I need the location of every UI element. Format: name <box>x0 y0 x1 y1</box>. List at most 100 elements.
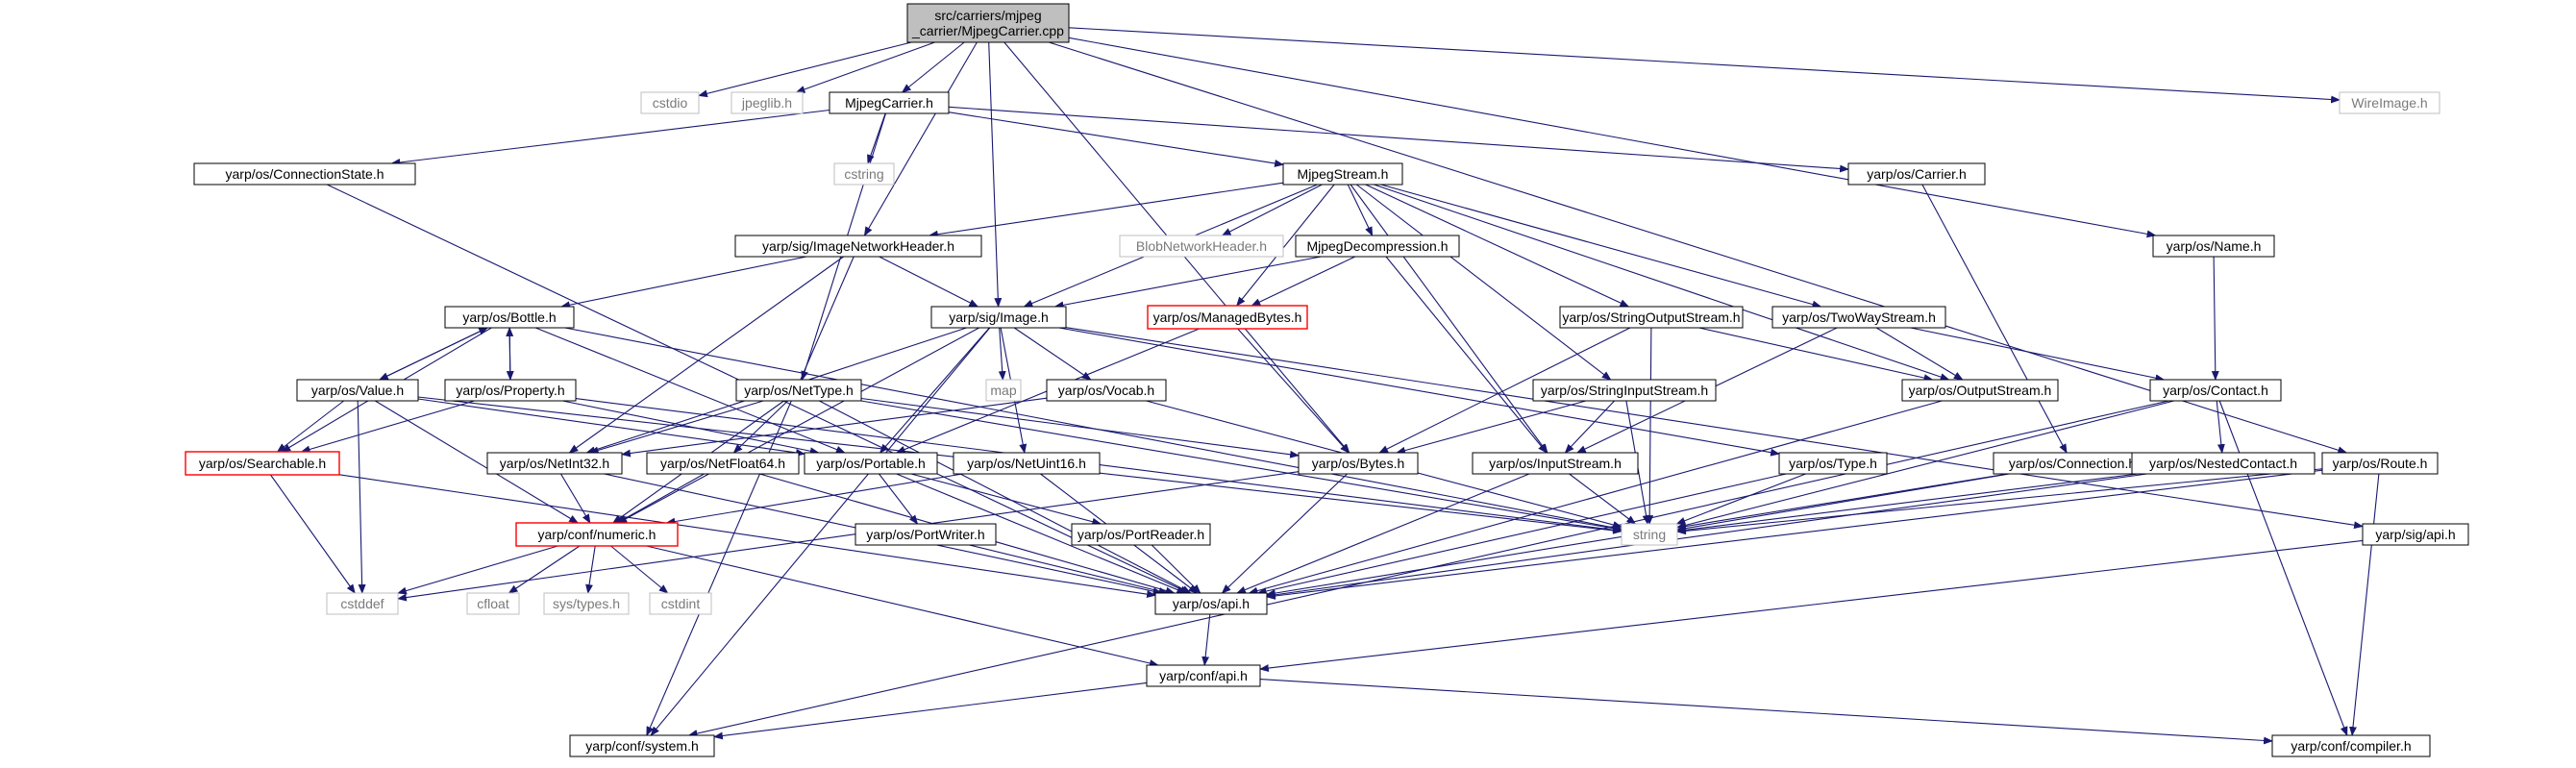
edge-image-to-type <box>1058 327 1780 457</box>
node-property[interactable]: yarp/os/Property.h <box>444 379 577 402</box>
edge-mjpegstream-to-outputstream <box>1374 184 1950 381</box>
node-netint32[interactable]: yarp/os/NetInt32.h <box>486 452 623 475</box>
node-box <box>1282 162 1403 186</box>
node-searchable[interactable]: yarp/os/Searchable.h <box>185 451 340 476</box>
node-box <box>1147 305 1308 330</box>
edge-numeric-to-cstdint <box>610 545 669 594</box>
node-nettype[interactable]: yarp/os/NetType.h <box>735 379 862 402</box>
node-cstdio: cstdio <box>640 91 700 114</box>
edge-value-to-portable <box>417 398 805 457</box>
node-type[interactable]: yarp/os/Type.h <box>1778 452 1888 475</box>
node-portable[interactable]: yarp/os/Portable.h <box>804 452 938 475</box>
node-label: yarp/os/Value.h <box>311 383 404 398</box>
node-systypes: sys/types.h <box>543 592 630 615</box>
node-box <box>1295 235 1460 258</box>
edge-confapi-to-system <box>713 681 1148 740</box>
node-label: yarp/os/NetInt32.h <box>500 456 609 471</box>
node-label: yarp/os/NetFloat64.h <box>660 456 785 471</box>
node-label: yarp/os/ManagedBytes.h <box>1153 310 1302 325</box>
node-box <box>735 379 862 402</box>
node-value[interactable]: yarp/os/Value.h <box>296 379 419 402</box>
edge-value-to-searchable <box>276 400 345 453</box>
edge-numeric-to-systypes <box>585 545 596 594</box>
node-bytes[interactable]: yarp/os/Bytes.h <box>1298 452 1419 475</box>
node-route[interactable]: yarp/os/Route.h <box>2321 452 2439 475</box>
node-label: yarp/os/Bottle.h <box>462 310 556 325</box>
edge-name-to-contact <box>2211 256 2219 381</box>
edge-nettype-to-netint32 <box>588 400 764 455</box>
edge-stringinstream-to-bytes <box>1396 400 1587 455</box>
node-box <box>326 592 399 615</box>
node-label: yarp/sig/api.h <box>2375 527 2455 542</box>
node-portreader[interactable]: yarp/os/PortReader.h <box>1071 523 1211 546</box>
edge-portable-to-portwriter <box>879 473 919 525</box>
node-box <box>1778 452 1888 475</box>
node-box <box>2362 523 2469 546</box>
node-root[interactable]: src/carriers/mjpeg_carrier/MjpegCarrier.… <box>906 3 1070 43</box>
edge-value-to-cstddef <box>357 400 366 594</box>
node-box <box>833 162 895 186</box>
node-box <box>2321 452 2439 475</box>
node-mjpegstream[interactable]: MjpegStream.h <box>1282 162 1403 186</box>
edge-sigapi-to-confapi <box>1259 539 2364 673</box>
node-bottle[interactable]: yarp/os/Bottle.h <box>444 306 575 329</box>
node-label: yarp/os/StringOutputStream.h <box>1562 310 1740 325</box>
node-contact[interactable]: yarp/os/Contact.h <box>2149 379 2282 402</box>
node-label: yarp/os/InputStream.h <box>1489 456 1622 471</box>
node-vocab[interactable]: yarp/os/Vocab.h <box>1046 379 1167 402</box>
node-label: yarp/os/PortWriter.h <box>866 527 984 542</box>
node-box <box>804 452 938 475</box>
node-imgnethdr[interactable]: yarp/sig/ImageNetworkHeader.h <box>734 235 982 258</box>
node-mjpegcarrier[interactable]: MjpegCarrier.h <box>829 91 950 114</box>
node-stringinstream[interactable]: yarp/os/StringInputStream.h <box>1532 379 1717 402</box>
node-confapi[interactable]: yarp/conf/api.h <box>1146 664 1261 687</box>
edge-route-to-compiler <box>2349 473 2380 736</box>
node-label: yarp/os/Name.h <box>2167 238 2262 254</box>
node-image[interactable]: yarp/sig/Image.h <box>930 306 1067 329</box>
node-box <box>1559 306 1744 329</box>
edge-contact-to-string <box>1676 400 2174 530</box>
node-blobnethdr: BlobNetworkHeader.h <box>1119 235 1284 258</box>
node-system[interactable]: yarp/conf/system.h <box>569 734 715 757</box>
edges <box>270 27 2380 745</box>
node-name[interactable]: yarp/os/Name.h <box>2152 235 2275 258</box>
node-label: yarp/os/PortReader.h <box>1077 527 1204 542</box>
node-box <box>906 3 1070 43</box>
node-connection[interactable]: yarp/os/Connection.h <box>1993 452 2152 475</box>
node-sigapi[interactable]: yarp/sig/api.h <box>2362 523 2469 546</box>
node-numeric[interactable]: yarp/conf/numeric.h <box>515 522 679 547</box>
node-compiler[interactable]: yarp/conf/compiler.h <box>2271 734 2431 757</box>
edge-stringoutstream-to-outputstream <box>1698 327 1934 382</box>
node-inputstream[interactable]: yarp/os/InputStream.h <box>1472 452 1639 475</box>
node-netfloat64[interactable]: yarp/os/NetFloat64.h <box>646 452 800 475</box>
edge-root-to-name <box>1068 37 2157 238</box>
edge-mjpegstream-to-imgnethdr <box>928 182 1284 238</box>
node-twowaystream[interactable]: yarp/os/TwoWayStream.h <box>1771 306 1946 329</box>
node-jpeglib: jpeglib.h <box>731 91 804 114</box>
node-box <box>855 523 997 546</box>
node-label: cfloat <box>477 596 509 611</box>
node-osapi[interactable]: yarp/os/api.h <box>1154 592 1268 615</box>
edge-netfloat64-to-numeric <box>616 473 705 524</box>
edge-searchable-to-cstddef <box>270 474 356 594</box>
node-portwriter[interactable]: yarp/os/PortWriter.h <box>855 523 997 546</box>
node-carrier[interactable]: yarp/os/Carrier.h <box>1847 162 1986 186</box>
node-outputstream[interactable]: yarp/os/OutputStream.h <box>1901 379 2059 402</box>
edge-portable-to-osapi <box>896 473 1187 594</box>
node-box <box>734 235 982 258</box>
node-mjpegdecomp[interactable]: MjpegDecompression.h <box>1295 235 1460 258</box>
edge-root-to-wireimage <box>1068 27 2341 104</box>
node-connstate[interactable]: yarp/os/ConnectionState.h <box>193 162 416 186</box>
node-stringoutstream[interactable]: yarp/os/StringOutputStream.h <box>1559 306 1744 329</box>
edge-root-to-jpeglib <box>795 41 935 93</box>
node-nestedcontact[interactable]: yarp/os/NestedContact.h <box>2131 452 2316 475</box>
edge-value-to-numeric <box>375 400 579 524</box>
node-label: yarp/os/Carrier.h <box>1867 166 1966 182</box>
node-netuint16[interactable]: yarp/os/NetUint16.h <box>953 452 1101 475</box>
node-label: string <box>1633 527 1666 542</box>
edge-image-to-vocab <box>1013 327 1092 381</box>
node-label: cstdio <box>653 95 688 111</box>
node-managedbytes[interactable]: yarp/os/ManagedBytes.h <box>1147 305 1308 330</box>
edge-mjpegcarrier-to-mjpegstream <box>948 111 1284 167</box>
